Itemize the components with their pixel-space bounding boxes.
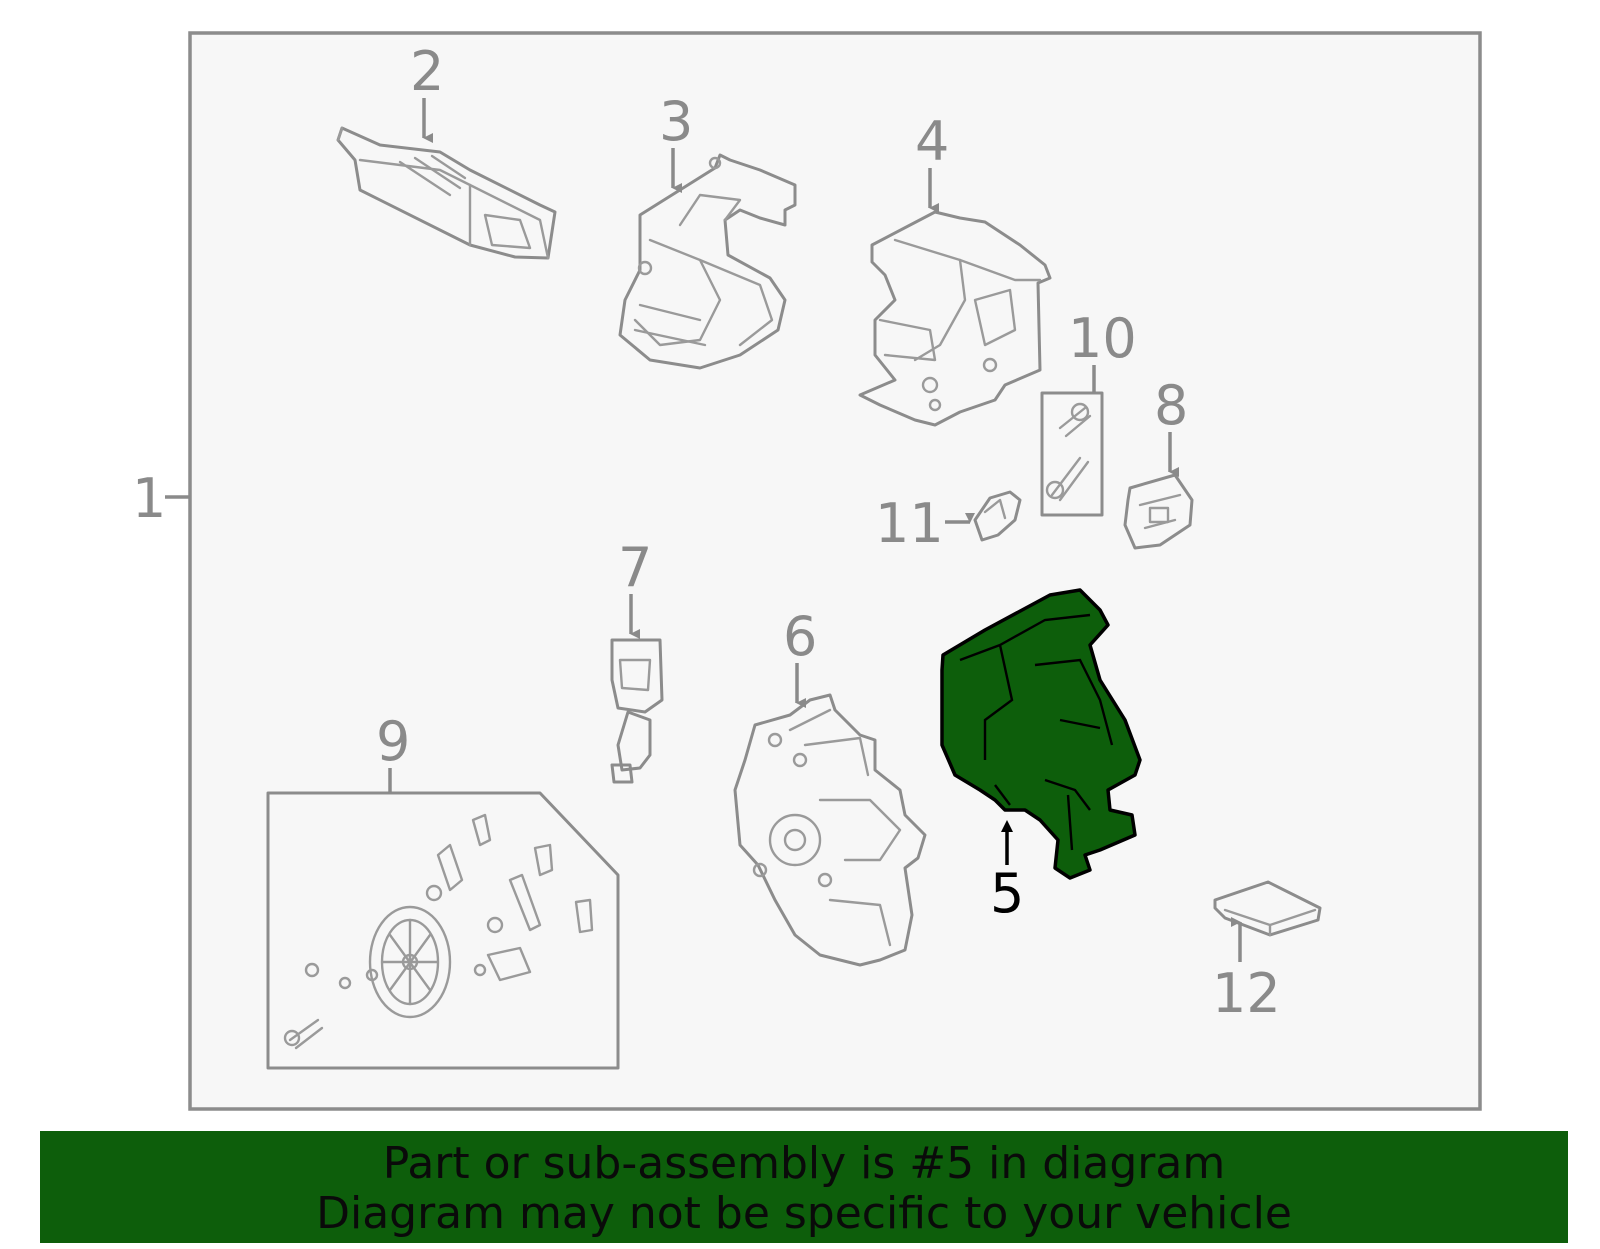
part-7-sensor[interactable] bbox=[610, 638, 664, 784]
info-banner: Part or sub-assembly is #5 in diagram Di… bbox=[40, 1131, 1568, 1243]
part-5-case-half-highlighted[interactable] bbox=[940, 588, 1142, 880]
callout-6: 6 bbox=[783, 605, 817, 668]
part-5-shape bbox=[940, 588, 1142, 880]
part-6-blower-housing[interactable] bbox=[733, 693, 927, 967]
callout-5: 5 bbox=[990, 862, 1024, 925]
banner-line-1: Part or sub-assembly is #5 in diagram bbox=[382, 1138, 1226, 1189]
callout-8: 8 bbox=[1154, 374, 1188, 437]
callout-7: 7 bbox=[618, 536, 652, 599]
part-8-resistor[interactable] bbox=[1123, 473, 1194, 550]
callout-2: 2 bbox=[410, 40, 444, 103]
callout-12: 12 bbox=[1212, 962, 1281, 1025]
banner-line-2: Diagram may not be specific to your vehi… bbox=[316, 1188, 1292, 1239]
part-9-blower-kit[interactable] bbox=[266, 791, 620, 1070]
callout-11: 11 bbox=[875, 492, 944, 555]
callout-9: 9 bbox=[376, 710, 410, 773]
callout-1: 1 bbox=[132, 467, 166, 530]
callout-4: 4 bbox=[915, 110, 949, 173]
callout-3: 3 bbox=[659, 90, 693, 153]
leader-lines bbox=[388, 98, 1242, 962]
part-3-case-section[interactable] bbox=[618, 153, 797, 370]
part-11-clip[interactable] bbox=[973, 490, 1022, 542]
part-4-heater-case[interactable] bbox=[858, 210, 1052, 427]
part-12-filter[interactable] bbox=[1213, 880, 1322, 937]
part-2-actuator[interactable] bbox=[336, 126, 557, 260]
callout-10: 10 bbox=[1068, 307, 1137, 370]
part-10-screws[interactable] bbox=[1040, 391, 1104, 517]
